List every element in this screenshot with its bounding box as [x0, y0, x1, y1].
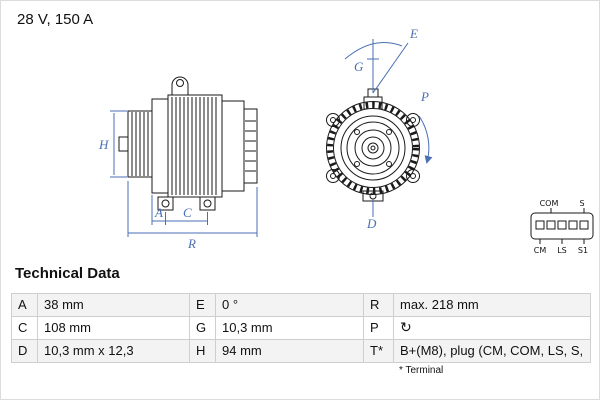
- row-value: 94 mm: [216, 340, 364, 362]
- dim-label-h: H: [98, 137, 109, 152]
- dimension-labels: H A C R E G P D: [98, 26, 429, 251]
- row-value: 38 mm: [38, 294, 190, 316]
- connector-labels: COM S CM LS S1: [534, 199, 588, 255]
- table-row: A 38 mm E 0 ° R max. 218 mm: [12, 294, 590, 317]
- row-label: T*: [364, 340, 394, 362]
- connector-label-s: S: [579, 199, 584, 208]
- dim-label-a: A: [154, 205, 163, 220]
- dim-label-g: G: [354, 59, 364, 74]
- row-label: R: [364, 294, 394, 316]
- row-value: 10,3 mm: [216, 317, 364, 339]
- row-value: 108 mm: [38, 317, 190, 339]
- row-label: C: [12, 317, 38, 339]
- row-value: 10,3 mm x 12,3: [38, 340, 190, 362]
- row-label: E: [190, 294, 216, 316]
- spec-text: 28 V, 150 A: [17, 11, 94, 28]
- row-label: G: [190, 317, 216, 339]
- dim-label-d: D: [366, 216, 377, 231]
- table-row: D 10,3 mm x 12,3 H 94 mm T* B+(M8), plug…: [12, 340, 590, 363]
- dim-label-p: P: [420, 89, 429, 104]
- terminal-footnote: * Terminal: [399, 365, 444, 376]
- row-label: P: [364, 317, 394, 339]
- connector-label-cm: CM: [534, 246, 547, 255]
- side-view-dimensions: [110, 110, 258, 237]
- row-label: D: [12, 340, 38, 362]
- connector-diagram: [530, 208, 594, 244]
- row-value: max. 218 mm: [400, 297, 479, 312]
- row-value: 0 °: [216, 294, 364, 316]
- row-label: A: [12, 294, 38, 316]
- front-view: [326, 88, 420, 202]
- technical-data-table: A 38 mm E 0 ° R max. 218 mm C 108 mm G 1…: [11, 293, 591, 363]
- row-value-rotation: ↻: [394, 317, 590, 339]
- dim-label-e: E: [409, 26, 418, 41]
- row-label: H: [190, 340, 216, 362]
- dim-label-r: R: [187, 236, 196, 251]
- technical-data-title: Technical Data: [15, 265, 120, 282]
- dim-label-c: C: [183, 205, 192, 220]
- clockwise-rotation-icon: ↻: [400, 319, 412, 335]
- row-value: B+(M8), plug (CM, COM, LS, S,: [400, 343, 584, 358]
- table-row: C 108 mm G 10,3 mm P ↻: [12, 317, 590, 340]
- front-view-dimensions: [344, 39, 433, 217]
- connector-label-s1: S1: [578, 246, 588, 255]
- alternator-diagram: H A C R E G P D COM S CM LS S1: [98, 26, 594, 255]
- connector-label-ls: LS: [557, 246, 567, 255]
- side-view: [118, 76, 258, 211]
- connector-label-com: COM: [540, 199, 559, 208]
